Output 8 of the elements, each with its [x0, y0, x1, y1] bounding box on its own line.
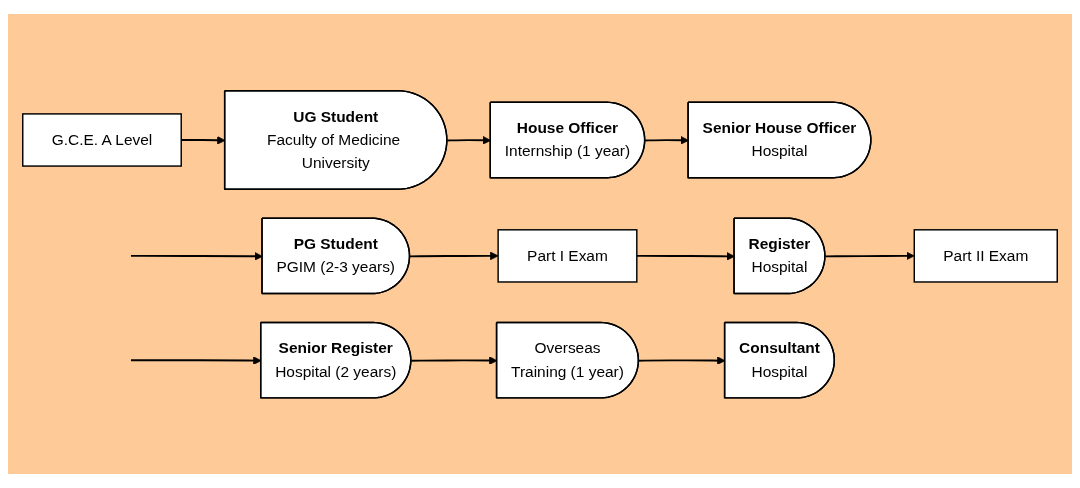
- arrow: [644, 135, 689, 145]
- node-box: [497, 228, 638, 283]
- diagram-background: G.C.E. A Level UG Student Faculty of Medicine University House Officer Internship (1 year) Senior House Officer Hospital PG Student PGIM (2-3 years) Part I Exam Register Hospital Part II Exam Senior Register Hospital (2 years) Overseas Training (1 year) Consultant Hospital: [8, 14, 1072, 474]
- arrow: [824, 251, 915, 260]
- arrow: [409, 251, 499, 260]
- node-box: [22, 112, 182, 167]
- arrow: [130, 251, 263, 261]
- node-box: [913, 228, 1058, 283]
